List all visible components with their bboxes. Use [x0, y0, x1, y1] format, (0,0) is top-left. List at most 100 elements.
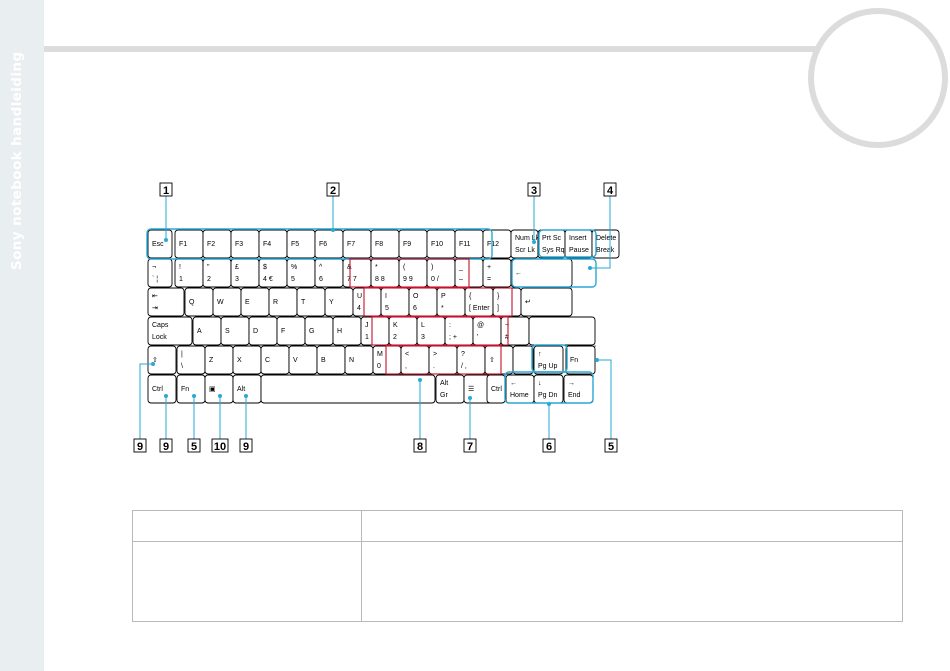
key: A [192, 316, 222, 346]
key-label: > [433, 351, 437, 358]
key-label: Ctrl [491, 386, 502, 393]
key-label: Esc [152, 241, 164, 248]
key: F6 [314, 229, 344, 259]
callout-box: 1 [159, 182, 173, 197]
key: F4 [258, 229, 288, 259]
leader-dot [218, 394, 222, 398]
key-label: " [207, 264, 210, 271]
key: T [296, 287, 326, 317]
key: R [268, 287, 298, 317]
key-highlights [146, 228, 597, 404]
key-label: Alt [237, 386, 245, 393]
key: W [212, 287, 242, 317]
key-label: A [197, 328, 202, 335]
key-sublabel: = [487, 276, 491, 283]
key-label: F7 [347, 241, 355, 248]
key: I5 [380, 287, 410, 317]
key-cap [260, 374, 436, 404]
key-cap [147, 345, 177, 375]
key-label: F4 [263, 241, 271, 248]
leader-dot [192, 394, 196, 398]
key-sublabel: Home [510, 392, 529, 399]
key: ▣ [204, 374, 234, 404]
key: %5 [286, 258, 316, 288]
key: }] [492, 287, 522, 317]
key: ↓Pg Dn [533, 374, 564, 404]
key: O6 [408, 287, 438, 317]
key-sublabel: End [568, 392, 581, 399]
key-label: M [377, 351, 383, 358]
key-label: ☰ [468, 386, 474, 393]
key: |\ [176, 345, 206, 375]
key-cap [520, 287, 573, 317]
leader-dot [547, 402, 551, 406]
key-label: Num Lk [515, 235, 540, 242]
key: ↑Pg Up [533, 345, 564, 375]
callout-box: 8 [413, 438, 427, 453]
leader-dot [588, 266, 592, 270]
key: N [344, 345, 374, 375]
key-sublabel: 3 [235, 276, 239, 283]
key-label: F1 [179, 241, 187, 248]
table-cell [132, 510, 362, 542]
callout-number: 3 [531, 185, 537, 197]
key: ← [510, 258, 573, 288]
callout-number: 10 [214, 441, 226, 453]
key: J1 [360, 316, 390, 346]
key: <, [400, 345, 430, 375]
key: !1 [174, 258, 204, 288]
key-cap [147, 316, 193, 346]
key: Alt [232, 374, 262, 404]
key-sublabel: ⇥ [152, 305, 158, 312]
key: += [482, 258, 512, 288]
key: >. [428, 345, 458, 375]
key-sublabel: 4 [357, 305, 361, 312]
key-sublabel: # [505, 334, 509, 341]
key: {[ Enter [464, 287, 494, 317]
key-label: ¬ [152, 264, 156, 271]
key-label: → [568, 380, 575, 387]
key-label: ⇧ [489, 356, 495, 364]
key-label: V [293, 357, 298, 364]
key-sublabel: 8 8 [375, 276, 385, 283]
key: ↵ [520, 287, 573, 317]
key-sublabel: 5 [385, 305, 389, 312]
key-label: Delete [596, 235, 616, 242]
key: Y [324, 287, 354, 317]
key-label: L [421, 322, 425, 329]
key-label: F6 [319, 241, 327, 248]
key: Ctrl [147, 374, 177, 404]
key-label: Y [329, 299, 334, 306]
key-label: O [413, 293, 419, 300]
key: F12 [482, 229, 512, 259]
leader-dot [164, 394, 168, 398]
callout-box: 10 [211, 438, 229, 453]
key-sublabel: 4 € [263, 276, 273, 283]
key: £3 [230, 258, 260, 288]
table-cell [361, 510, 903, 542]
highlight-red [371, 316, 509, 346]
callout-number: 9 [243, 441, 249, 453]
key: G [304, 316, 334, 346]
key: ^6 [314, 258, 344, 288]
leader-dot [468, 396, 472, 400]
enter-key-lower [528, 316, 596, 346]
key-sublabel: Break [596, 247, 615, 254]
key-label: S [225, 328, 230, 335]
key-label: F12 [487, 241, 499, 248]
key-label: W [217, 299, 224, 306]
key-label: F5 [291, 241, 299, 248]
key: K2 [388, 316, 418, 346]
key: Ctrl [486, 374, 506, 404]
key-cap [591, 229, 620, 259]
leader-dot [418, 378, 422, 382]
key-sublabel: Sys Rq [542, 247, 565, 254]
key-label: ← [515, 270, 522, 277]
key-label: Fn [181, 386, 189, 393]
